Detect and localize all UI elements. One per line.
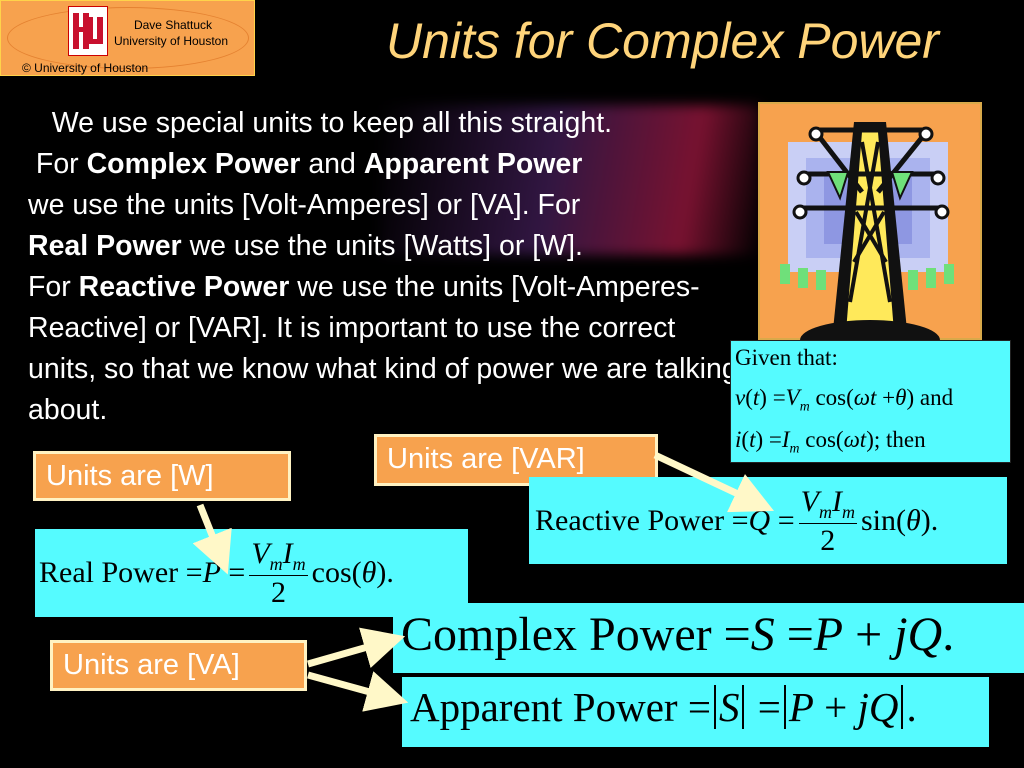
apparent-power-label: Apparent Power	[410, 684, 678, 730]
arrow-va-to-apparent	[307, 671, 409, 712]
arrow-va-to-complex	[307, 627, 406, 668]
current-equation: i(t) =Im cos(ωt); then	[735, 427, 926, 456]
units-watts-label: Units are [W]	[33, 451, 291, 501]
real-power-label: Real Power	[39, 555, 179, 589]
intro-text: and	[308, 148, 356, 180]
given-and: and	[919, 385, 954, 410]
given-then: then	[886, 427, 926, 452]
power-tower-clipart	[756, 100, 984, 360]
uh-logo-icon	[68, 6, 108, 56]
term-reactive-power: Reactive Power	[78, 271, 290, 303]
intro-text: we use the units [Volt-Amperes-Reactive]…	[28, 271, 738, 426]
intro-paragraph: We use special units to keep all this st…	[28, 103, 748, 431]
given-label: Given that:	[735, 345, 838, 370]
institution-name: University of Houston	[113, 34, 229, 48]
intro-text: For	[28, 271, 71, 303]
term-apparent-power: Apparent Power	[363, 148, 583, 180]
logo-box	[0, 0, 255, 76]
intro-sentence-1: We use special units to keep all this st…	[51, 107, 613, 139]
term-real-power: Real Power	[28, 230, 182, 262]
given-box: Given that: v(t) =Vm cos(ωt +θ) and i(t)…	[730, 340, 1011, 463]
page-title: Units for Complex Power	[386, 13, 939, 69]
reactive-power-label: Reactive Power	[535, 503, 725, 537]
complex-power-formula: Complex Power =S =P + jQ.	[393, 603, 1024, 673]
background-streak-decoration	[380, 105, 760, 255]
units-va-label: Units are [VA]	[50, 640, 307, 691]
logo-swirl-decoration	[7, 7, 249, 69]
intro-text: For	[35, 148, 79, 180]
term-complex-power: Complex Power	[86, 148, 301, 180]
author-name: Dave Shattuck	[133, 18, 213, 32]
intro-text: we use the units [Watts] or [W].	[189, 230, 583, 262]
intro-text: we use the units [Volt-Amperes] or [VA].…	[28, 189, 581, 221]
apparent-power-formula: Apparent Power =S =P + jQ.	[402, 677, 989, 747]
voltage-equation: v(t) =Vm cos(ωt +θ) and	[735, 385, 954, 414]
complex-power-label: Complex Power	[401, 608, 712, 661]
copyright-notice: © University of Houston	[22, 61, 149, 75]
